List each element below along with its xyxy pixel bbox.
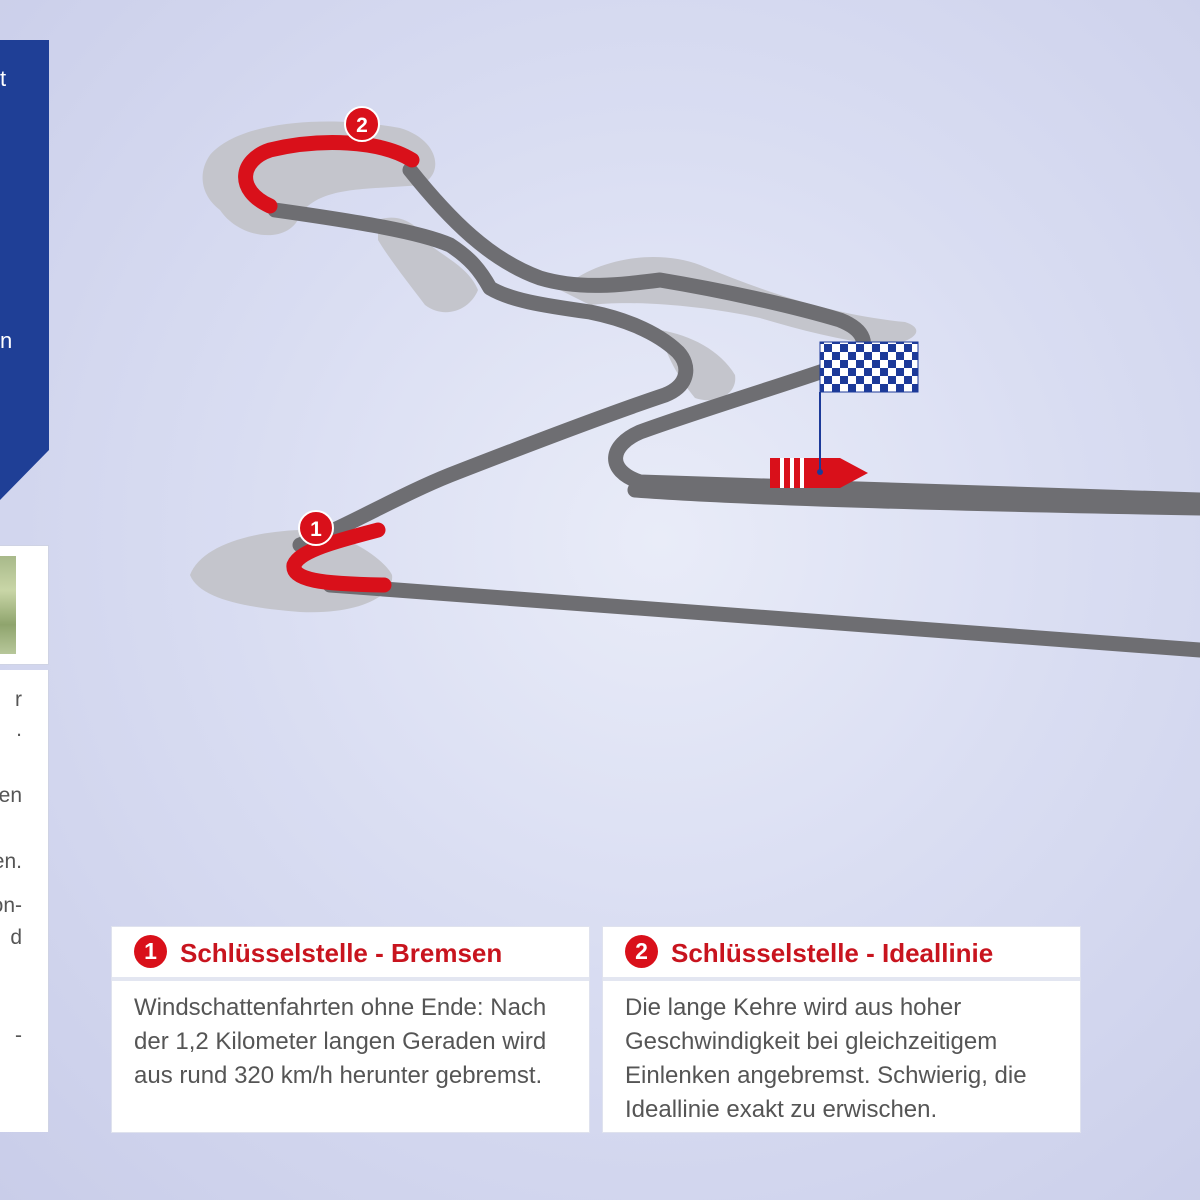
card-header: 1 Schlüsselstelle - Bremsen <box>112 927 589 981</box>
text-fragment: en <box>0 784 22 807</box>
key-section-1 <box>286 522 392 593</box>
text-fragment: r <box>15 688 22 711</box>
card-number-badge: 1 <box>134 935 167 968</box>
marker-2: 2 <box>344 106 380 142</box>
photo-card <box>0 545 49 665</box>
card-body: Die lange Kehre wird aus hoher Geschwind… <box>625 994 1027 1123</box>
text-fragment: - <box>15 1024 22 1047</box>
panel-fragment-2: n <box>0 328 13 353</box>
card-number-badge: 2 <box>625 935 658 968</box>
left-info-panel: t n <box>0 40 49 500</box>
marker-1: 1 <box>298 510 334 546</box>
key-section-2 <box>238 135 420 214</box>
left-text-card: r . en en. on- d - <box>0 670 49 1132</box>
info-card-braking: 1 Schlüsselstelle - Bremsen Windschatten… <box>112 927 589 1132</box>
marker-2-label: 2 <box>356 114 368 137</box>
card-header: 2 Schlüsselstelle - Ideallinie <box>603 927 1080 981</box>
panel-background <box>0 40 49 500</box>
text-fragment: en. <box>0 850 22 873</box>
circuit-track <box>267 162 1200 658</box>
text-fragment: . <box>16 718 22 741</box>
photo-image <box>0 556 16 654</box>
key-sections <box>238 135 420 593</box>
text-fragment: d <box>10 926 22 949</box>
checkered-flag-icon <box>817 341 919 475</box>
info-card-racing-line: 2 Schlüsselstelle - Ideallinie Die lange… <box>603 927 1080 1132</box>
card-body: Windschattenfahrten ohne Ende: Nach der … <box>134 994 547 1089</box>
panel-fragment-1: t <box>0 66 7 91</box>
marker-1-label: 1 <box>310 518 322 541</box>
card-title: Schlüsselstelle - Ideallinie <box>671 938 994 968</box>
card-title: Schlüsselstelle - Bremsen <box>180 938 503 968</box>
text-fragment: on- <box>0 894 22 917</box>
track-map: 2 1 <box>190 106 1200 658</box>
